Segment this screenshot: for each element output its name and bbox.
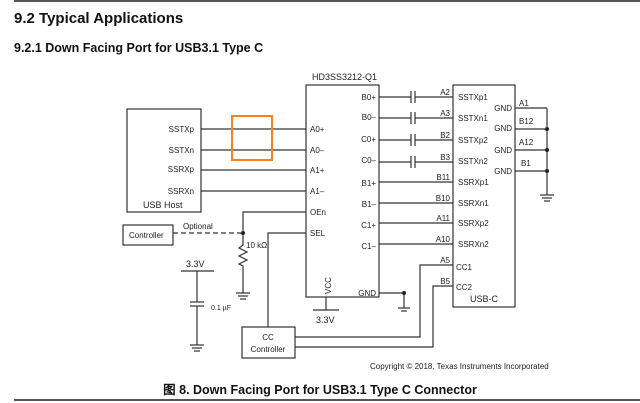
usbc-gnd-pin: GND: [494, 167, 512, 176]
cap-value: 0.1 µF: [211, 305, 231, 312]
mux-pin-oen: OEn: [310, 208, 326, 217]
mux-pin-a0p: A0+: [310, 125, 325, 134]
net-label: A5: [440, 256, 450, 265]
top-rule: [14, 0, 640, 2]
usb-c-label: USB-C: [470, 294, 499, 304]
optional-label: Optional: [183, 222, 213, 231]
net-label: B3: [440, 153, 450, 162]
host-pin-ssrxn: SSRXn: [168, 187, 194, 196]
host-pin-sstxn: SSTXn: [169, 146, 194, 155]
usbc-gnd-pin: GND: [494, 104, 512, 113]
mux-pin-b0p: B0+: [362, 93, 377, 102]
mux-supply-label: 3.3V: [316, 315, 335, 325]
mux-pin-a1p: A1+: [310, 166, 325, 175]
mux-pin-b0n: B0–: [362, 113, 377, 122]
mux-pin-c0n: C0–: [361, 156, 376, 165]
highlight-box: [231, 115, 273, 161]
usb-host-label: USB Host: [143, 200, 183, 210]
net-label: B2: [440, 131, 450, 140]
usbc-pin: SSTXp1: [458, 93, 488, 102]
usbc-pin: SSTXn1: [458, 114, 488, 123]
wire-oen: [242, 211, 306, 233]
figure-caption: 图 8. Down Facing Port for USB3.1 Type C …: [163, 383, 477, 397]
net-label: B10: [436, 194, 451, 203]
usbc-pin: SSRXn2: [458, 240, 489, 249]
copyright-notice: Copyright © 2018, Texas Instruments Inco…: [370, 362, 549, 371]
usbc-pin: SSRXp2: [458, 219, 489, 228]
mux-pin-c1p: C1+: [361, 221, 376, 230]
net-label: B11: [436, 173, 450, 182]
gnd-net-label: A12: [519, 138, 534, 147]
cap-supply-label: 3.3V: [186, 259, 205, 269]
usbc-pin: SSRXp1: [458, 178, 489, 187]
host-pin-sstxp: SSTXp: [169, 125, 195, 134]
usbc-pin: CC2: [456, 283, 473, 292]
gnd-net-label: B1: [521, 159, 531, 168]
bottom-rule: [14, 399, 640, 401]
net-label: A11: [436, 214, 450, 223]
mux-pin-c0p: C0+: [361, 135, 376, 144]
resistor-value: 10 kΩ: [246, 241, 267, 250]
host-pin-ssrxp: SSRXp: [168, 165, 195, 174]
usbc-pin: SSTXp2: [458, 136, 488, 145]
usbc-pin: SSTXn2: [458, 157, 488, 166]
usbc-gnd-pin: GND: [494, 124, 512, 133]
mux-pin-a1n: A1–: [310, 187, 325, 196]
mux-pin-sel: SEL: [310, 229, 326, 238]
mux-pin-c1n: C1–: [361, 242, 376, 251]
mux-pin-b1p: B1+: [362, 179, 377, 188]
usbc-pin: SSRXn1: [458, 199, 489, 208]
net-label: B5: [440, 277, 450, 286]
usbc-gnd-pin: GND: [494, 146, 512, 155]
net-label: A2: [440, 88, 450, 97]
mux-pin-b1n: B1–: [362, 200, 377, 209]
wire-cc2: [295, 285, 453, 348]
gnd-net-label: B12: [519, 117, 534, 126]
controller-label: Controller: [129, 231, 164, 240]
section-heading: 9.2 Typical Applications: [14, 10, 184, 27]
gnd-net-label: A1: [519, 99, 529, 108]
mux-pin-a0n: A0–: [310, 146, 325, 155]
subsection-heading: 9.2.1 Down Facing Port for USB3.1 Type C: [14, 41, 264, 55]
net-label: A3: [440, 109, 450, 118]
mux-vcc-label: VCC: [324, 277, 333, 294]
cc-controller-line2: Controller: [251, 345, 286, 354]
controller-block: [122, 224, 174, 246]
usb-c-block: [452, 84, 516, 308]
usb-host-block: [126, 108, 202, 213]
net-label: A10: [436, 235, 451, 244]
mux-pin-gnd: GND: [358, 289, 376, 298]
wire-sel: [267, 232, 306, 327]
cc-controller-line1: CC: [262, 333, 274, 342]
ac-coupling-capacitors: [379, 91, 453, 168]
wire-cc1: [295, 264, 453, 338]
usbc-pin: CC1: [456, 263, 473, 272]
resistor-symbol: [237, 233, 249, 293]
mux-part-number: HD3SS3212-Q1: [312, 72, 377, 82]
